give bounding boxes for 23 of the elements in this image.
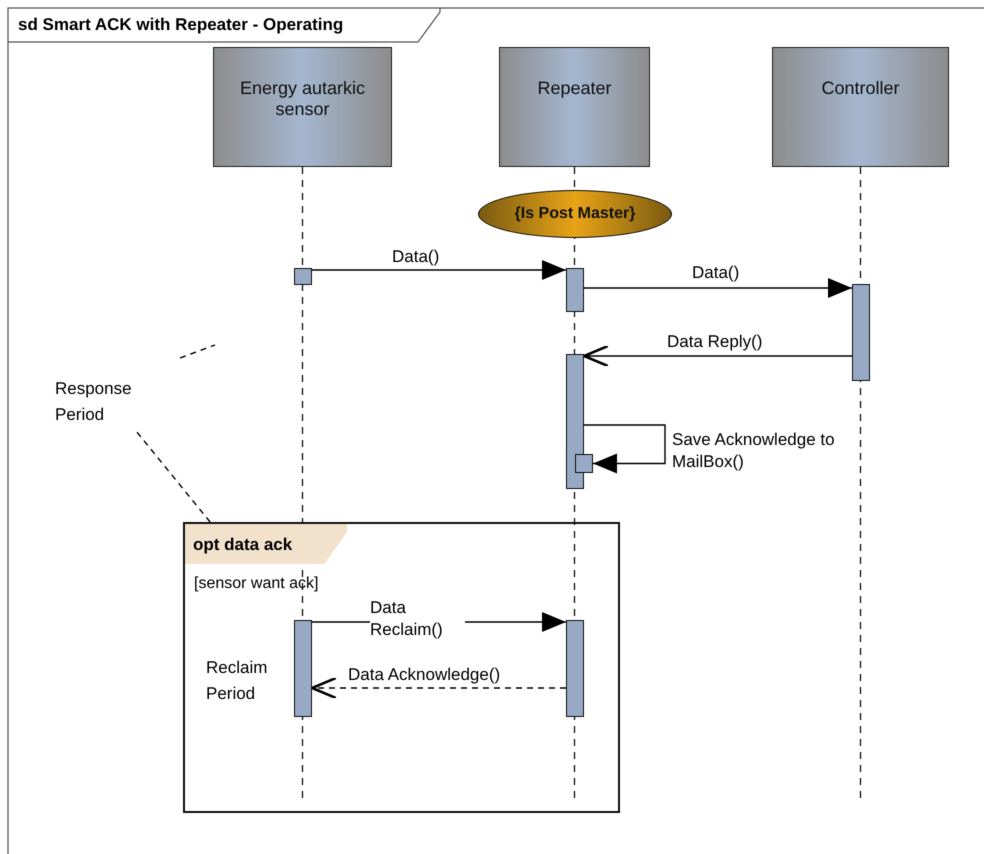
activation-bar [294,620,312,717]
guard-condition: [sensor want ack] [194,575,318,593]
activation-bar [566,354,584,489]
reply-message-arrow [310,676,566,700]
lifeline-head-box: Repeater [499,47,650,167]
message-arrow [312,260,566,280]
period-label: Reclaim Period [206,657,268,705]
diagram-title: sd Smart ACK with Repeater - Operating [18,15,344,35]
leader-line [136,432,211,522]
note-text: Response Period [55,358,180,430]
lifeline-head-box: Controller [772,47,949,167]
lifeline-head-box: Energy autarkic sensor [213,47,392,167]
activation-bar [575,454,593,473]
activation-bar [566,620,584,717]
activation-bar [566,268,584,312]
state-invariant-ellipse: {Is Post Master} [478,190,672,238]
activation-bar [294,268,312,285]
message-arrow [584,424,666,474]
fragment-tab: opt data ack [185,524,347,564]
message-arrow [584,278,852,298]
activation-bar [852,284,870,381]
message-arrow [582,344,852,368]
fragment-frame [183,522,620,813]
